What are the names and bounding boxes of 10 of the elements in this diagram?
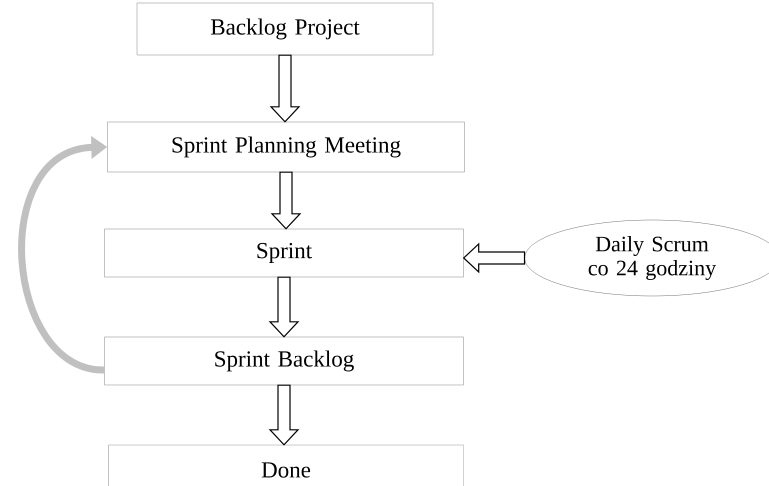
process-box: Done bbox=[108, 444, 464, 486]
process-box: Backlog Project bbox=[136, 2, 434, 56]
block-arrow bbox=[268, 384, 300, 446]
block-arrow bbox=[270, 54, 300, 123]
block-arrow bbox=[270, 172, 302, 230]
block-arrow bbox=[268, 276, 300, 338]
process-box: Sprint Backlog bbox=[104, 336, 464, 386]
process-box: Sprint Planning Meeting bbox=[107, 122, 465, 172]
block-arrow bbox=[462, 242, 526, 274]
process-box: Sprint bbox=[104, 228, 464, 278]
